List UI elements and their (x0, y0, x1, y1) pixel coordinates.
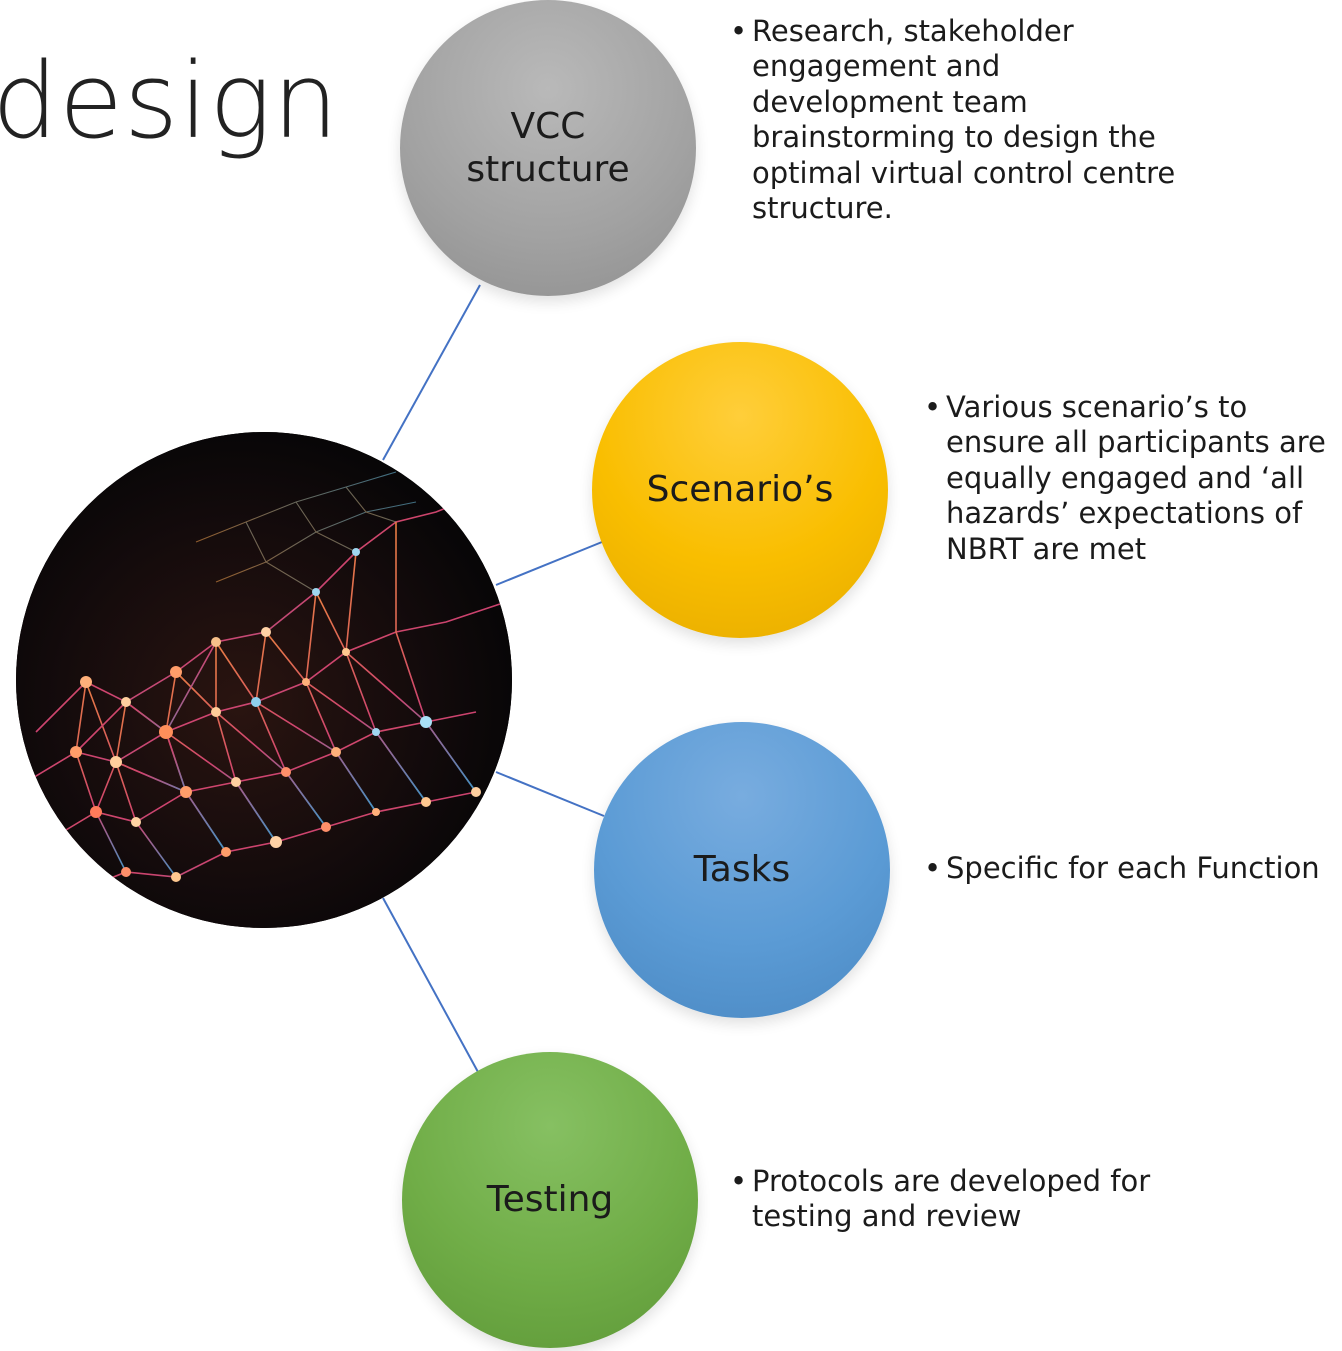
description-testing: • Protocols are developed for testing an… (730, 1164, 1182, 1235)
node-vcc-structure: VCC structure (400, 0, 696, 296)
description-tasks: • Specific for each Function (924, 851, 1338, 886)
description-vcc-structure: • Research, stakeholder engagement and d… (730, 14, 1192, 226)
description-scenarios: • Various scenario’s to ensure all parti… (924, 390, 1338, 567)
description-vcc-structure-text: Research, stakeholder engagement and dev… (752, 14, 1176, 225)
node-vcc-structure-label: VCC structure (466, 105, 630, 190)
description-tasks-text: Specific for each Function (946, 851, 1320, 885)
node-testing: Testing (402, 1052, 698, 1348)
description-testing-text: Protocols are developed for testing and … (752, 1164, 1151, 1234)
hub-network-image (16, 432, 512, 928)
description-scenarios-text: Various scenario’s to ensure all partici… (946, 390, 1326, 566)
node-scenarios: Scenario’s (592, 342, 888, 638)
bullet-glyph: • (924, 390, 942, 424)
node-testing-label: Testing (486, 1179, 614, 1221)
node-tasks-label: Tasks (693, 849, 791, 891)
node-scenarios-label: Scenario’s (646, 469, 834, 511)
node-tasks: Tasks (594, 722, 890, 1018)
bullet-glyph: • (730, 14, 748, 48)
connector-testing (382, 897, 479, 1073)
connector-tasks (495, 771, 605, 817)
connector-scenarios (495, 541, 603, 586)
bullet-glyph: • (730, 1164, 748, 1198)
connector-vcc (382, 284, 481, 461)
bullet-glyph: • (924, 851, 942, 885)
slide-title: design (0, 40, 340, 162)
